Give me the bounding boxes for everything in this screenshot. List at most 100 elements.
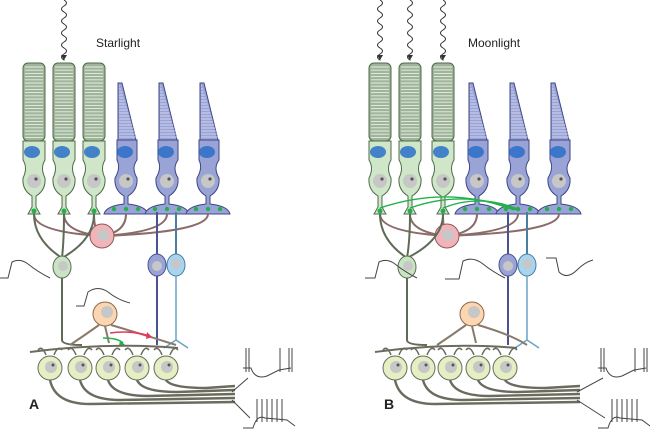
arrow-head-icon — [119, 340, 125, 346]
ganglion-dendrite — [67, 347, 93, 356]
nucleus — [119, 174, 133, 188]
ganglion-dendrite — [492, 347, 518, 356]
nucleus — [103, 361, 115, 373]
rod-bipolar-voltage-trace — [0, 259, 51, 279]
cone-bipolar-off-trace — [546, 257, 594, 276]
rod-bipolar-dendrite — [61, 213, 65, 259]
nucleus — [373, 174, 387, 188]
rod-bipolar-axon — [61, 278, 83, 346]
ganglion-dendrite — [437, 347, 463, 356]
nucleus — [403, 261, 413, 271]
arrow-head-icon — [440, 55, 446, 60]
nucleus — [403, 174, 417, 188]
synapse-marker — [193, 206, 199, 212]
on-ganglion-spike-trace — [243, 416, 296, 429]
photon-wave-icon — [61, 0, 67, 61]
mitochondria — [54, 146, 70, 158]
synapse-marker — [377, 208, 383, 214]
rod-bipolar-voltage-trace — [365, 259, 418, 279]
mitochondria — [550, 146, 566, 158]
nucleus — [522, 259, 532, 269]
synapse-marker — [205, 206, 211, 212]
ganglion-axon — [48, 379, 236, 406]
nucleus — [101, 306, 113, 318]
synapse-marker — [31, 208, 37, 214]
nucleus — [470, 174, 484, 188]
synapse-marker — [123, 206, 129, 212]
nucleolus — [94, 177, 98, 181]
nucleolus — [109, 363, 113, 367]
nucleolus — [64, 177, 68, 181]
ganglion-axon — [78, 379, 236, 402]
synapse-marker — [544, 206, 550, 212]
synapse-marker — [568, 206, 574, 212]
ganglion-axon — [135, 379, 236, 394]
ganglion-axon — [503, 379, 581, 390]
panel-label-b: B — [384, 396, 394, 412]
nucleolus — [506, 363, 510, 367]
gap-junction-pathway — [409, 198, 518, 211]
trace-pointer-line — [231, 377, 249, 393]
nucleus — [552, 174, 566, 188]
nucleolus — [479, 363, 483, 367]
synapse-marker — [164, 206, 170, 212]
nucleus — [57, 174, 71, 188]
mitochondria — [199, 146, 215, 158]
panel-title-moonlight: Moonlight — [468, 36, 521, 50]
cone-outer-segment — [468, 82, 488, 141]
nucleus — [75, 361, 87, 373]
gap-junction-pathway — [442, 200, 521, 211]
off-ganglion-spike-trace — [243, 367, 292, 378]
mitochondria — [370, 146, 386, 158]
arrow-head-icon — [377, 55, 383, 60]
trace-pointer-line — [576, 399, 606, 419]
on-ganglion-spike-trace — [598, 416, 650, 429]
ganglion-axon — [448, 379, 581, 398]
nucleolus — [167, 177, 171, 181]
ganglion-axon — [106, 379, 236, 398]
synapse-marker — [527, 206, 533, 212]
nucleolus — [81, 363, 85, 367]
nucleus — [87, 174, 101, 188]
nucleus — [132, 361, 144, 373]
synapse-marker — [176, 206, 182, 212]
synapse-marker — [91, 208, 97, 214]
ganglion-dendrite — [465, 347, 491, 356]
panel-label-a: A — [29, 396, 39, 412]
nucleus — [45, 361, 57, 373]
panel-starlight — [0, 0, 296, 429]
ganglion-axon — [476, 379, 581, 394]
rod-bipolar-dendrite — [33, 213, 63, 259]
nucleus — [511, 174, 525, 188]
panel-title-starlight: Starlight — [96, 36, 141, 50]
inner-plexiform-layer — [29, 344, 179, 353]
cone-bipolar-axon — [163, 276, 189, 349]
cone-outer-segment — [509, 82, 529, 141]
nucleus — [171, 259, 181, 269]
ganglion-axon — [421, 379, 581, 402]
nucleus — [58, 261, 68, 271]
nucleolus — [410, 177, 414, 181]
cone-outer-segment — [117, 82, 137, 141]
nucleolus — [559, 177, 563, 181]
photon-wave-icon — [407, 0, 413, 61]
synapse-marker — [556, 206, 562, 212]
rod-bipolar-dendrite — [61, 213, 95, 259]
inner-plexiform-layer — [374, 344, 518, 353]
photon-wave-icon — [377, 0, 383, 61]
amacrine-voltage-trace — [76, 288, 131, 307]
rod-bipolar-dendrite — [406, 213, 444, 259]
photon-wave-icon — [440, 0, 446, 61]
synapse-marker — [135, 206, 141, 212]
mitochondria — [158, 146, 174, 158]
nucleolus — [34, 177, 38, 181]
nucleus — [201, 174, 215, 188]
nucleolus — [126, 177, 130, 181]
arrow-head-icon — [61, 55, 67, 60]
mitochondria — [117, 146, 133, 158]
mitochondria — [24, 146, 40, 158]
ganglion-dendrite — [95, 347, 121, 356]
nucleolus — [208, 177, 212, 181]
nucleolus — [451, 363, 455, 367]
